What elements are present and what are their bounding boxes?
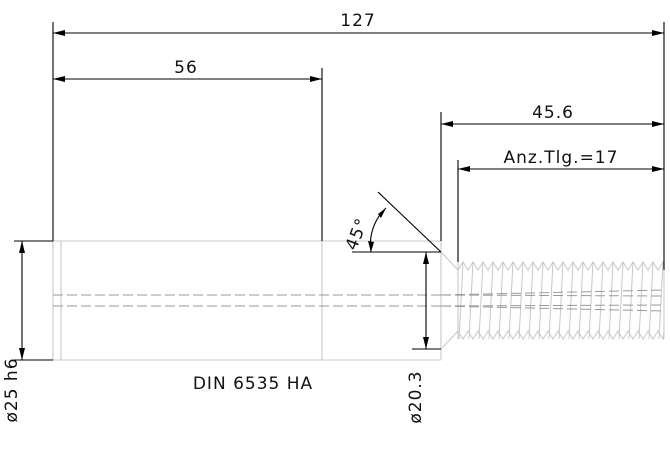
bore-line-top-inner — [440, 294, 665, 297]
bore-line-bottom-cone — [440, 305, 665, 312]
angle-leg — [377, 191, 442, 253]
dim-overall-length: 127 — [340, 11, 375, 31]
standard-label: DIN 6535 HA — [193, 374, 313, 394]
thread-flank-line — [488, 261, 494, 340]
dim-neck-diameter: ø20.3 — [406, 370, 426, 423]
thread-flank-line — [558, 261, 564, 340]
dimension-127: 127 — [53, 11, 664, 36]
cone-top — [440, 251, 459, 271]
thread-flank-line — [518, 261, 524, 340]
thread-flank-line — [568, 261, 574, 340]
thread-profile-bottom — [457, 330, 665, 341]
thread-flank-line — [598, 261, 604, 340]
thread-teeth — [457, 260, 665, 341]
thread-flank-line — [468, 261, 474, 340]
bore-line-top-cone — [440, 289, 665, 296]
thread-flank-line — [578, 261, 584, 340]
thread-flank-line — [608, 261, 614, 340]
thread-flank-line — [648, 261, 654, 340]
dimension-shank-diameter: ø25 h6 — [2, 241, 25, 423]
dim-cutting-length: 45.6 — [532, 103, 574, 123]
extension-lines — [14, 22, 665, 361]
bore-line-bottom-inner — [440, 304, 665, 307]
cone-bottom — [440, 330, 459, 350]
dimension-teeth: Anz.Tlg.=17 — [458, 148, 664, 172]
thread-flank-line — [638, 261, 644, 340]
dimension-45-6: 45.6 — [441, 103, 664, 127]
thread-flank-line — [618, 261, 624, 340]
tool-body — [52, 240, 459, 361]
dimension-56: 56 — [53, 58, 322, 82]
dim-shank-length: 56 — [174, 58, 198, 78]
thread-flank-line — [498, 261, 504, 340]
dim-chamfer-angle: 45° — [342, 215, 373, 253]
thread-flank-line — [658, 261, 664, 340]
dimension-neck-diameter: ø20.3 — [406, 252, 429, 424]
thread-flank-line — [458, 261, 464, 340]
dim-shank-diameter: ø25 h6 — [2, 357, 22, 422]
dimension-chamfer-angle: 45° — [342, 191, 442, 253]
thread-flank-line — [508, 261, 514, 340]
thread-flank-line — [528, 261, 534, 340]
thread-flank-line — [478, 261, 484, 340]
thread-flank-line — [548, 261, 554, 340]
thread-flank-line — [628, 261, 634, 340]
thread-flank-line — [538, 261, 544, 340]
thread-flank-line — [588, 261, 594, 340]
coolant-bore — [53, 289, 665, 312]
dim-teeth-count: Anz.Tlg.=17 — [504, 148, 619, 168]
thread-profile-top — [457, 260, 665, 271]
